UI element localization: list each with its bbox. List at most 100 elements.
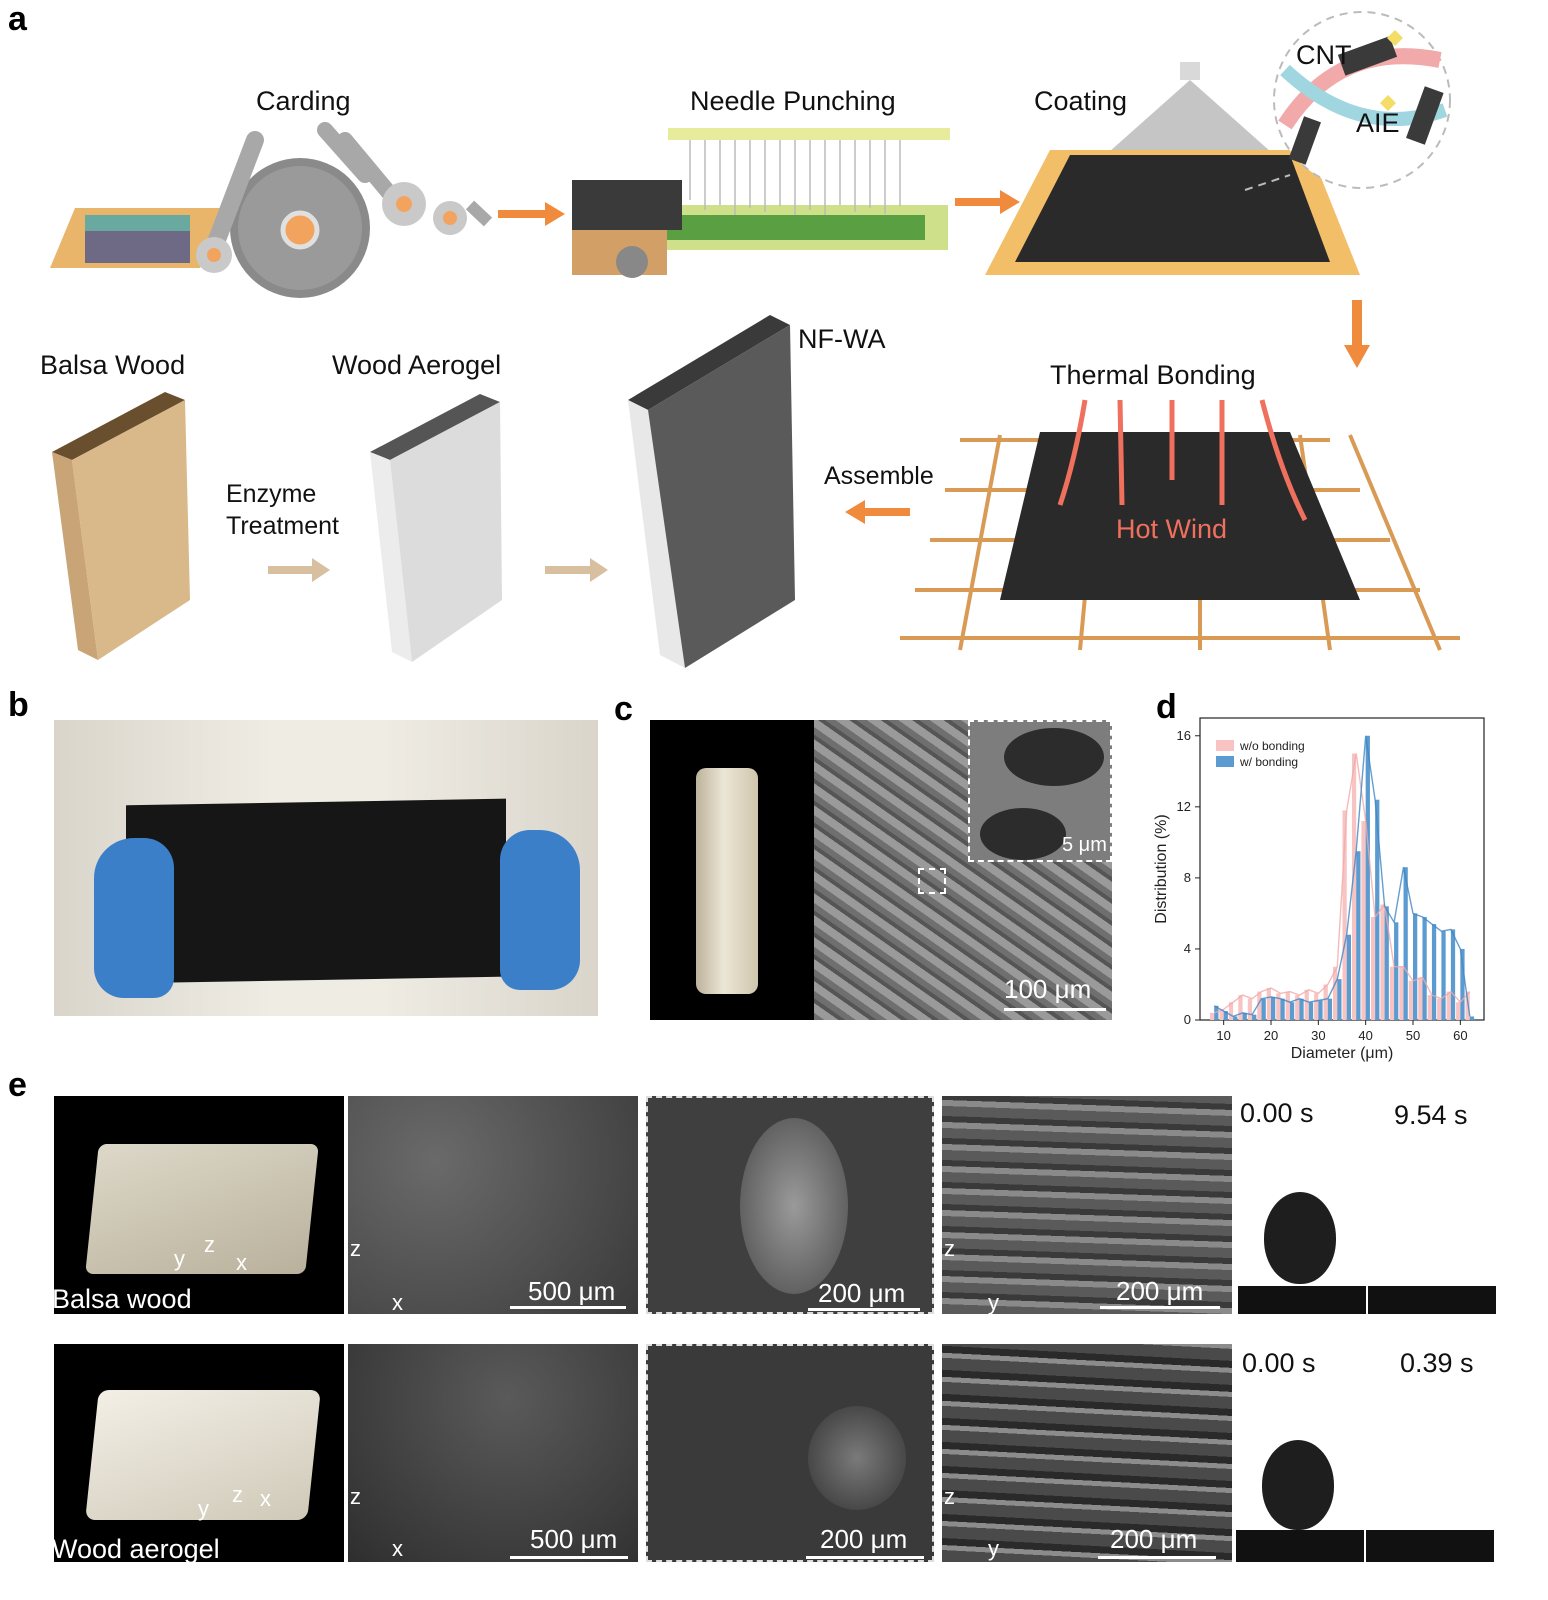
- scale-label-100um: 100 μm: [1004, 974, 1092, 1004]
- scale-bar-200um-row2b: [1098, 1556, 1216, 1559]
- coating-sprayer: [985, 11, 1451, 275]
- droplet-aerogel-start: [1236, 1344, 1364, 1562]
- carding-machine: [50, 122, 493, 298]
- rolled-cylinder: [696, 768, 758, 994]
- scale-bar-200um-row1b: [1100, 1306, 1220, 1309]
- scale-label-200um-row2a: 200 μm: [820, 1524, 908, 1554]
- x-tick-label: 30: [1311, 1028, 1325, 1043]
- vessel-pore: [740, 1118, 848, 1294]
- axis-label-z: z: [944, 1236, 955, 1261]
- time-start-row1: 0.00 s: [1240, 1098, 1314, 1128]
- label-carding: Carding: [256, 86, 351, 116]
- left-glove: [94, 838, 174, 998]
- bar-with-bonding: [1308, 1002, 1314, 1020]
- label-thermal-bonding: Thermal Bonding: [1050, 360, 1256, 390]
- y-axis-label: Distribution (%): [1153, 814, 1170, 923]
- bar-without-bonding: [1437, 998, 1442, 1020]
- sem-inset: [968, 720, 1112, 862]
- photo-rolled-sample: [650, 720, 814, 1020]
- substrate: [1366, 1530, 1494, 1562]
- bar-with-bonding: [1431, 924, 1437, 1020]
- axis-label-y: y: [988, 1290, 999, 1315]
- axis-label-z: z: [232, 1482, 243, 1507]
- droplet-aerogel-end: [1366, 1344, 1494, 1562]
- bar-without-bonding: [1446, 991, 1451, 1020]
- bar-with-bonding: [1365, 735, 1370, 1020]
- water-droplet: [1264, 1192, 1336, 1284]
- fit-curve-without-bonding: [1213, 753, 1471, 1014]
- wood-aerogel-block: [370, 394, 502, 662]
- y-tick-label: 4: [1184, 941, 1191, 956]
- bar-without-bonding: [1238, 995, 1243, 1020]
- axis-label-x: x: [236, 1250, 247, 1275]
- right-glove: [500, 830, 580, 990]
- photo-aerogel-block: [54, 1344, 344, 1562]
- scale-bar-500um-row2: [510, 1556, 628, 1559]
- label-cnt: CNT: [1296, 40, 1352, 70]
- time-end-row1: 9.54 s: [1394, 1100, 1468, 1130]
- bar-with-bonding: [1337, 979, 1342, 1020]
- vessel-pore: [808, 1406, 906, 1510]
- photo-balsa-block: [54, 1096, 344, 1314]
- fiber-mat: [1000, 432, 1360, 600]
- bar-with-bonding: [1356, 851, 1361, 1020]
- bar-without-bonding: [1209, 1012, 1215, 1020]
- bar-with-bonding: [1280, 998, 1285, 1020]
- scale-label-500um-row1: 500 μm: [528, 1276, 616, 1306]
- panel-letter-e: e: [8, 1066, 27, 1104]
- legend-swatch: [1216, 756, 1234, 767]
- label-balsa-wood: Balsa Wood: [40, 350, 186, 380]
- scale-label-200um-row1b: 200 μm: [1116, 1276, 1204, 1306]
- bar-without-bonding: [1342, 810, 1347, 1020]
- droplet-balsa-start: [1238, 1096, 1366, 1314]
- sem-aerogel-zoom: [646, 1344, 934, 1562]
- label-nf-wa: NF-WA: [798, 324, 886, 354]
- bar-without-bonding: [1228, 1002, 1234, 1020]
- scale-bar-200um-row1a: [808, 1308, 920, 1311]
- bar-with-bonding: [1261, 998, 1266, 1020]
- label-coating: Coating: [1034, 86, 1128, 116]
- arrow-right-icon: [545, 558, 608, 582]
- y-tick-label: 0: [1184, 1012, 1191, 1027]
- label-needle-punching: Needle Punching: [690, 86, 896, 116]
- bar-with-bonding: [1384, 906, 1389, 1020]
- bar-without-bonding: [1389, 966, 1395, 1020]
- row-label-wood-aerogel: Wood aerogel: [52, 1534, 220, 1564]
- bar-with-bonding: [1271, 996, 1276, 1020]
- scale-label-5um: 5 μm: [1062, 834, 1107, 856]
- sem-balsa-zoom: [646, 1096, 934, 1314]
- bar-with-bonding: [1403, 867, 1408, 1020]
- sem-balsa-cross-section: [348, 1096, 638, 1314]
- scale-label-200um-row2b: 200 μm: [1110, 1524, 1198, 1554]
- bar-without-bonding: [1333, 966, 1338, 1020]
- bar-without-bonding: [1418, 977, 1423, 1020]
- substrate: [1368, 1286, 1496, 1314]
- bar-with-bonding: [1469, 1016, 1475, 1020]
- bar-with-bonding: [1450, 929, 1456, 1020]
- arrow-right-icon: [498, 202, 565, 226]
- process-illustration: [50, 11, 1460, 668]
- y-tick-label: 8: [1184, 870, 1191, 885]
- axis-label-y: y: [988, 1536, 999, 1561]
- bar-without-bonding: [1456, 1002, 1461, 1020]
- bar-without-bonding: [1361, 821, 1366, 1020]
- bar-with-bonding: [1318, 1000, 1323, 1020]
- bar-without-bonding: [1276, 993, 1281, 1020]
- axis-label-z: z: [944, 1484, 955, 1509]
- bar-without-bonding: [1351, 753, 1357, 1020]
- bar-with-bonding: [1460, 948, 1465, 1020]
- scale-label-500um-row2: 500 μm: [530, 1524, 618, 1554]
- balsa-wood-block: [52, 392, 190, 660]
- sem-fibers: [814, 720, 1112, 1020]
- bar-without-bonding: [1380, 904, 1385, 1020]
- x-axis-label: Diameter (μm): [1291, 1045, 1394, 1062]
- x-tick-label: 20: [1264, 1028, 1278, 1043]
- label-hot-wind: Hot Wind: [1116, 514, 1228, 544]
- x-tick-label: 10: [1216, 1028, 1230, 1043]
- plot-frame: [1199, 717, 1485, 1021]
- bar-without-bonding: [1257, 991, 1262, 1020]
- inset-pore-bottom: [980, 808, 1066, 860]
- axis-label-x: x: [260, 1486, 271, 1511]
- bar-without-bonding: [1427, 995, 1432, 1020]
- panel-letter-b: b: [8, 686, 29, 724]
